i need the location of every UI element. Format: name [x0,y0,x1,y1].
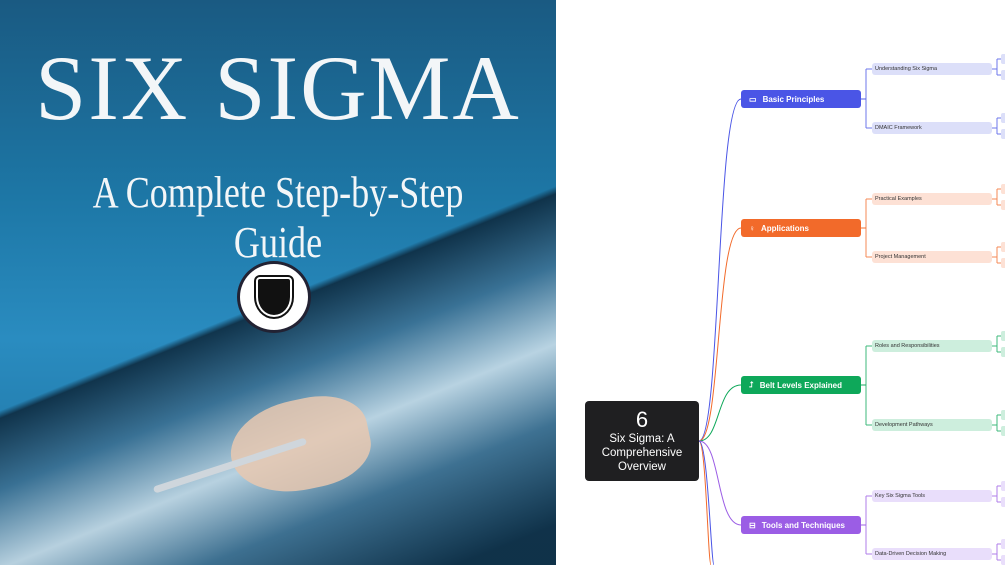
leaf-connector [992,58,1001,76]
branch-node[interactable]: ▭ Basic Principles [741,90,861,108]
lightbulb-icon: ♀ [749,223,755,233]
branch-node[interactable]: ♀ Applications [741,219,861,237]
seal-logo [237,261,311,333]
leaf-node[interactable] [1001,129,1005,139]
arrow-up-icon: ⮥ [749,380,754,389]
branch-connector [698,384,742,442]
subtopic-label: Roles and Responsibilities [875,343,940,349]
subtopic-label: Development Pathways [875,422,933,428]
leaf-node[interactable] [1001,497,1005,507]
leaf-node[interactable] [1001,555,1005,565]
child-connector [861,227,872,258]
child-connector [861,345,872,386]
leaf-connector [992,485,1001,503]
leaf-node[interactable] [1001,200,1005,210]
leaf-connector [992,414,1001,432]
branch-connector [698,440,742,526]
leaf-node[interactable] [1001,54,1005,64]
cover-title: SIX SIGMA [35,37,521,139]
branch-connector [698,98,742,442]
leaf-node[interactable] [1001,410,1005,420]
branch-node[interactable]: ⊟ Tools and Techniques [741,516,861,534]
leaf-node[interactable] [1001,426,1005,436]
child-connector [861,198,872,229]
leaf-connector [992,188,1001,206]
leaf-node[interactable] [1001,113,1005,123]
battery-icon: ▭ [749,94,757,104]
connector-lines [698,58,1001,565]
leaf-node[interactable] [1001,184,1005,194]
branch-label: Applications [761,223,810,233]
leaf-node[interactable] [1001,347,1005,357]
subtopic-label: Practical Examples [875,196,922,202]
toolbox-icon: ⊟ [749,520,756,530]
cover-subtitle: A Complete Step-by-Step Guide [92,168,464,267]
root-node[interactable]: 6 Six Sigma: A Comprehensive Overview [585,401,699,481]
subtopic-node[interactable]: DMAIC Framework [872,122,992,134]
root-label: Six Sigma: A Comprehensive Overview [601,433,683,473]
branch-label: Tools and Techniques [761,520,845,530]
child-connector [861,384,872,426]
sigma-icon: 6 [635,407,649,432]
subtopic-node[interactable]: Understanding Six Sigma [872,63,992,75]
leaf-node[interactable] [1001,258,1005,268]
branch-node[interactable]: ⮥ Belt Levels Explained [741,376,861,394]
child-connector [861,68,872,100]
leaf-connector [992,117,1001,135]
leaf-connector [992,543,1001,561]
shield-icon [254,275,294,319]
leaf-connector [992,335,1001,353]
subtopic-label: DMAIC Framework [875,125,922,131]
leaf-node[interactable] [1001,242,1005,252]
branch-connector [698,227,742,442]
subtopic-label: Key Six Sigma Tools [875,493,926,499]
subtopic-node[interactable]: Project Management [872,251,992,263]
subtopic-node[interactable]: Development Pathways [872,419,992,431]
child-connector [861,98,872,129]
book-cover-image: SIX SIGMA A Complete Step-by-Step Guide [0,0,556,565]
subtopic-label: Understanding Six Sigma [875,66,938,72]
subtopic-label: Project Management [875,254,926,260]
child-connector [861,495,872,526]
subtopic-node[interactable]: Key Six Sigma Tools [872,490,992,502]
mind-map: 6 Six Sigma: A Comprehensive Overview ▭ B… [556,0,1005,565]
leaf-connector [992,246,1001,264]
subtopic-node[interactable]: Practical Examples [872,193,992,205]
leaf-node[interactable] [1001,481,1005,491]
child-connector [861,524,872,555]
subtopic-node[interactable]: Data-Driven Decision Making [872,548,992,560]
subtopic-label: Data-Driven Decision Making [875,551,947,557]
leaf-node[interactable] [1001,70,1005,80]
branch-label: Basic Principles [762,94,825,104]
leaf-node[interactable] [1001,331,1005,341]
subtopic-node[interactable]: Roles and Responsibilities [872,340,992,352]
branch-label: Belt Levels Explained [759,380,842,390]
leaf-node[interactable] [1001,539,1005,549]
